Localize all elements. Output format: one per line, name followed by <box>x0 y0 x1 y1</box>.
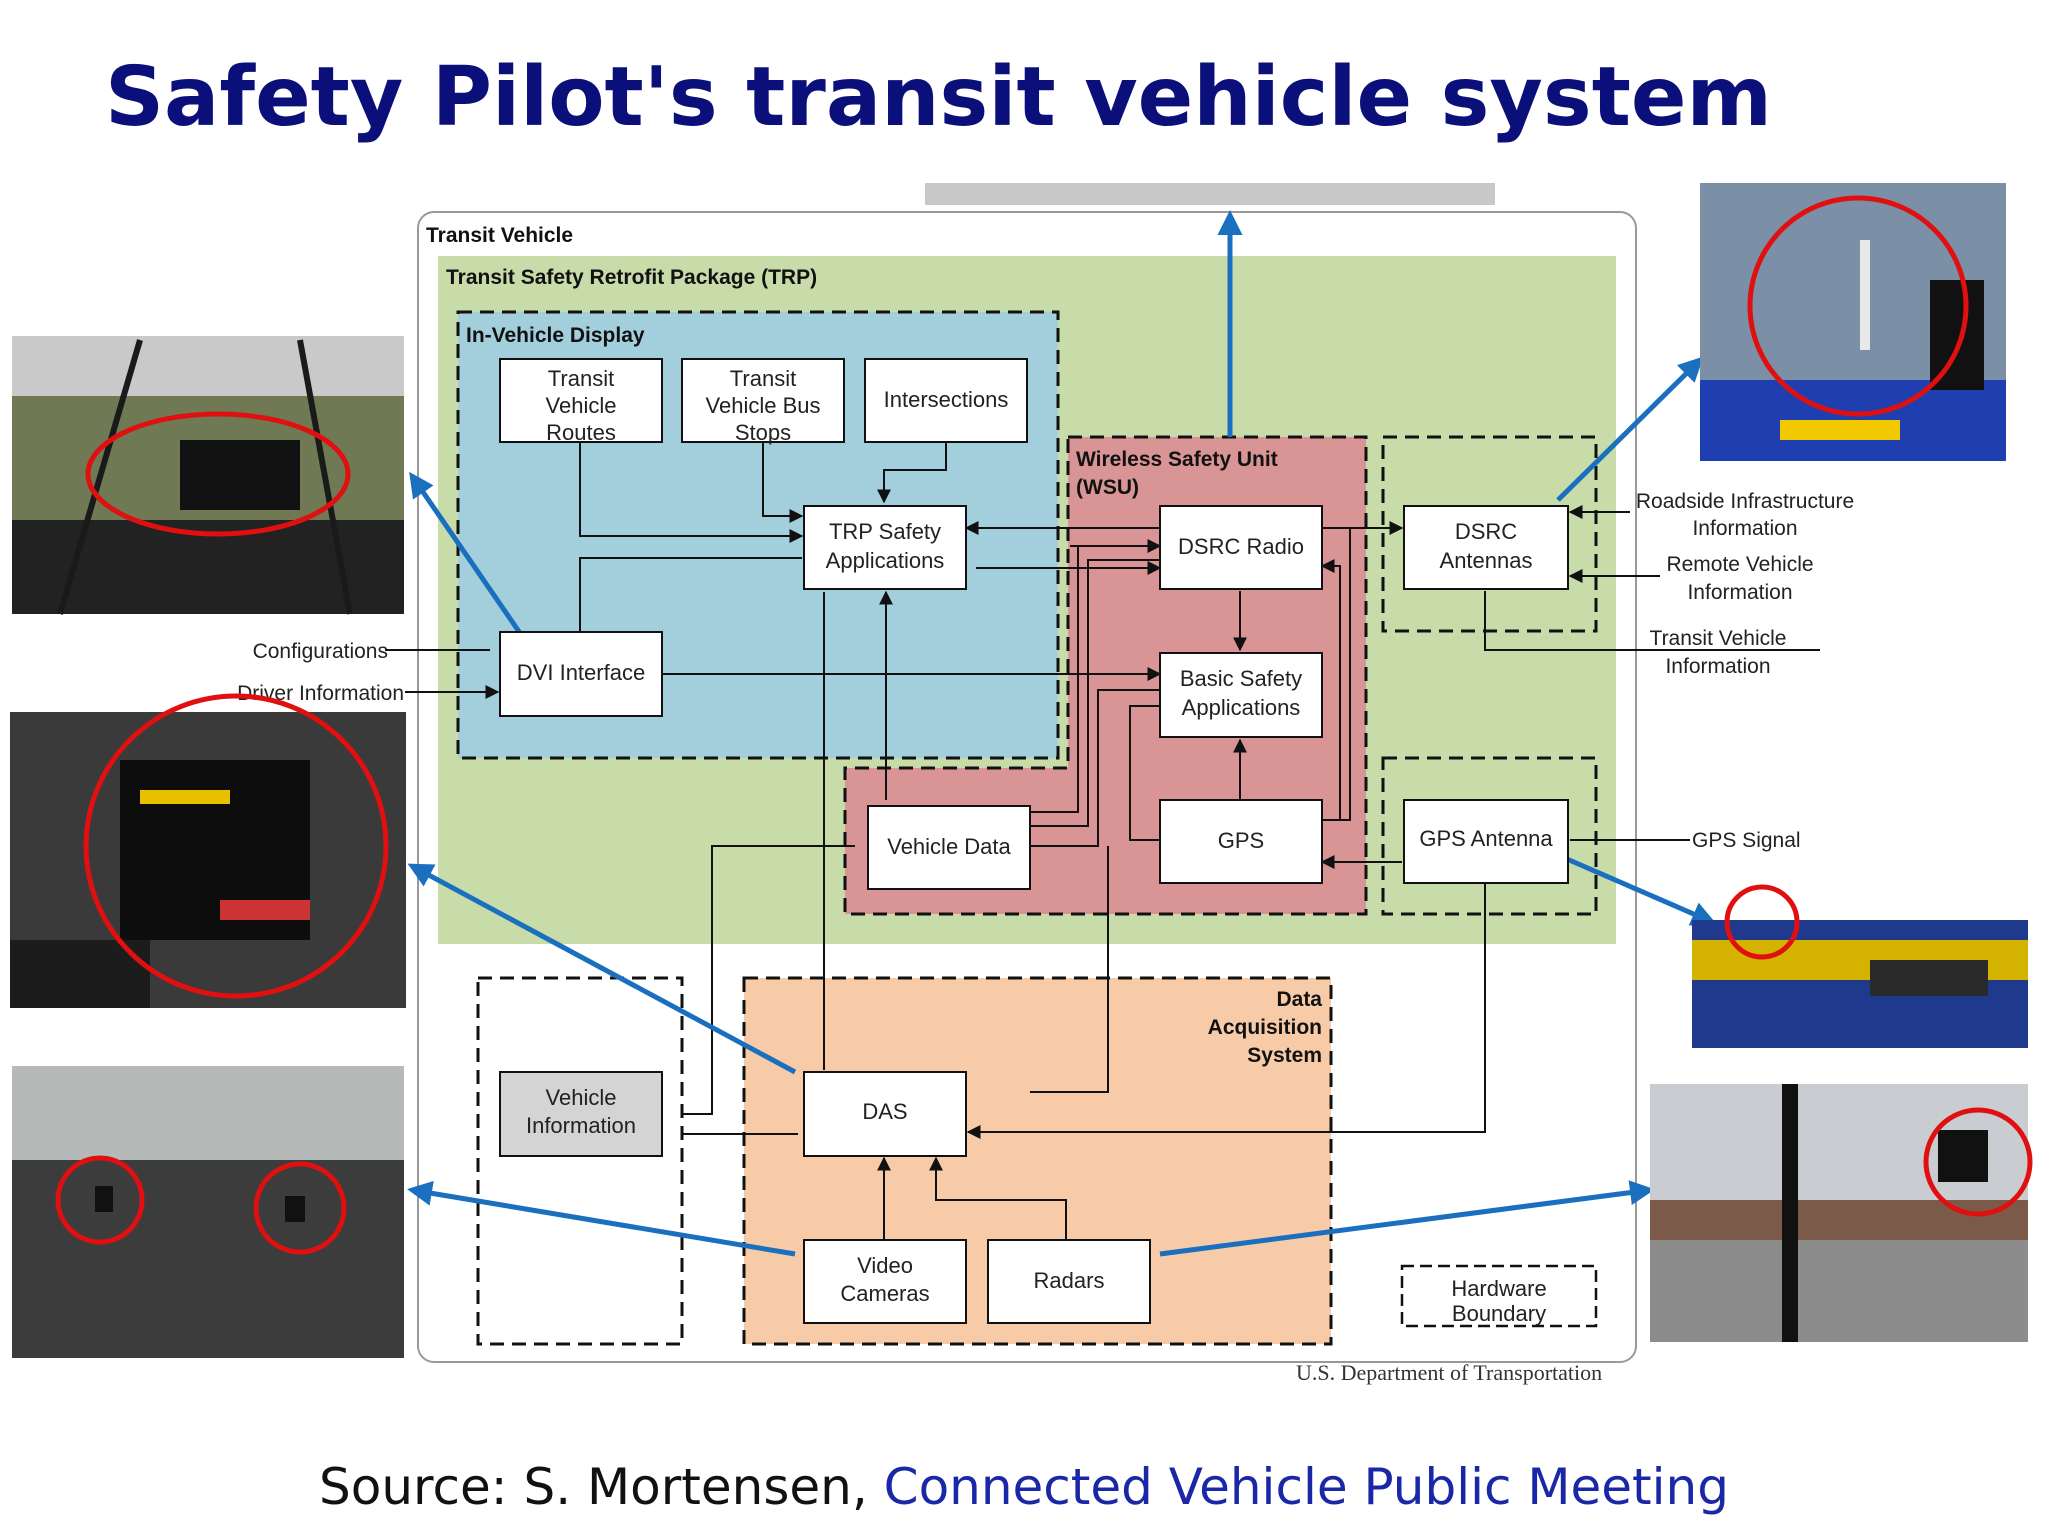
box-basic-safety: Basic Safety Applications <box>1159 652 1323 738</box>
box-vehicle-info-line1: Vehicle <box>546 1085 617 1110</box>
photo-display <box>12 336 404 615</box>
box-gps-antenna-line1: GPS Antenna <box>1419 826 1553 851</box>
box-routes-line2: Vehicle <box>546 393 617 418</box>
box-basic-safety-line2: Applications <box>1182 695 1301 720</box>
label-driver-information: Driver Information <box>237 682 404 705</box>
label-configurations: Configurations <box>253 640 388 663</box>
box-dsrc-radio-line1: DSRC Radio <box>1178 534 1304 559</box>
das-group-label-2: Acquisition <box>1208 1016 1322 1039</box>
box-routes-line1: Transit <box>548 366 614 391</box>
label-remote-vehicle-1: Remote Vehicle <box>1666 553 1813 576</box>
das-group-label-3: System <box>1247 1044 1322 1067</box>
box-basic-safety-line1: Basic Safety <box>1180 666 1302 691</box>
box-vehicle-data-line1: Vehicle Data <box>887 834 1011 859</box>
das-group-label-1: Data <box>1276 988 1322 1011</box>
label-transit-vehicle-info-1: Transit Vehicle <box>1650 627 1787 650</box>
box-gps-antenna: GPS Antenna <box>1403 799 1569 884</box>
box-vehicle-info: Vehicle Information <box>499 1071 663 1157</box>
connectors <box>385 442 1820 1240</box>
box-stops: Transit Vehicle Bus Stops <box>681 358 845 445</box>
source-citation: Source: S. Mortensen, Connected Vehicle … <box>0 1458 2048 1516</box>
box-trp-safety-line1: TRP Safety <box>829 519 941 544</box>
wsu-label-2: (WSU) <box>1076 476 1139 499</box>
box-stops-line2: Vehicle Bus <box>706 393 821 418</box>
box-video-cameras: Video Cameras <box>803 1239 967 1324</box>
box-intersections-line1: Intersections <box>884 387 1009 412</box>
transit-vehicle-label: Transit Vehicle <box>426 224 573 247</box>
photo-cameras <box>12 1066 404 1358</box>
photo-gps-antenna <box>1692 884 2028 1048</box>
dsrc-antenna-boundary <box>1381 435 1598 633</box>
label-transit-vehicle-info-2: Information <box>1665 655 1770 678</box>
gps-antenna-boundary <box>1381 756 1598 916</box>
box-dsrc-antennas-line1: DSRC <box>1455 519 1517 544</box>
box-trp-safety: TRP Safety Applications <box>803 505 967 590</box>
box-das-line1: DAS <box>862 1099 907 1124</box>
box-radars-line1: Radars <box>1034 1268 1105 1293</box>
photo-radar <box>1650 1084 2033 1342</box>
photo-das-hardware <box>10 693 406 1008</box>
box-dvi: DVI Interface <box>499 631 663 717</box>
box-routes: Transit Vehicle Routes <box>499 358 663 445</box>
box-dvi-line1: DVI Interface <box>517 660 645 685</box>
box-routes-line3: Routes <box>546 420 616 445</box>
photo-arrows <box>407 210 1717 1257</box>
source-prefix: Source: S. Mortensen, <box>319 1458 884 1516</box>
box-video-cameras-line2: Cameras <box>840 1281 929 1306</box>
legend-hardware-boundary: Hardware Boundary <box>1400 1264 1598 1328</box>
box-dsrc-antennas: DSRC Antennas <box>1403 505 1569 590</box>
box-vehicle-info-line2: Information <box>526 1113 636 1138</box>
box-trp-safety-line2: Applications <box>826 548 945 573</box>
top-bar <box>925 183 1495 205</box>
photo-dsrc-antenna <box>1700 183 2006 461</box>
label-remote-vehicle-2: Information <box>1687 581 1792 604</box>
box-video-cameras-line1: Video <box>857 1253 913 1278</box>
box-dsrc-radio: DSRC Radio <box>1159 505 1323 590</box>
box-gps: GPS <box>1159 799 1323 884</box>
legend-line2: Boundary <box>1452 1301 1546 1326</box>
dot-footer: U.S. Department of Transportation <box>1296 1360 1602 1385</box>
box-vehicle-data: Vehicle Data <box>867 805 1031 890</box>
label-roadside-2: Information <box>1692 517 1797 540</box>
source-link[interactable]: Connected Vehicle Public Meeting <box>883 1458 1729 1516</box>
box-gps-line1: GPS <box>1218 828 1264 853</box>
box-stops-line1: Transit <box>730 366 796 391</box>
wsu-label-1: Wireless Safety Unit <box>1076 448 1278 471</box>
box-stops-line3: Stops <box>735 420 791 445</box>
box-das: DAS <box>803 1071 967 1157</box>
label-gps-signal: GPS Signal <box>1692 829 1801 852</box>
trp-label: Transit Safety Retrofit Package (TRP) <box>446 266 817 289</box>
box-intersections: Intersections <box>864 358 1028 443</box>
box-dsrc-antennas-line2: Antennas <box>1440 548 1533 573</box>
vehicle-info-boundary <box>476 976 684 1346</box>
slide-title: Safety Pilot's transit vehicle system <box>105 50 1772 145</box>
in-vehicle-display-label: In-Vehicle Display <box>466 324 645 347</box>
box-radars: Radars <box>987 1239 1151 1324</box>
label-roadside-1: Roadside Infrastructure <box>1636 490 1854 513</box>
legend-line1: Hardware <box>1451 1276 1546 1301</box>
